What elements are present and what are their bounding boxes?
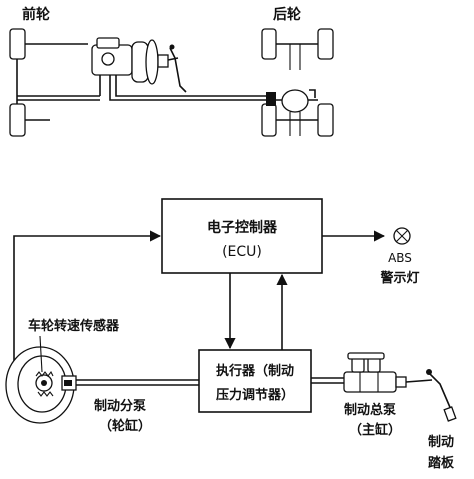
abs-warning-lamp-icon <box>393 227 411 245</box>
wheel-speed-sensor-label: 车轮转速传感器 <box>28 318 120 334</box>
vehicle-chassis-drawing: 前轮 后轮 <box>9 6 334 137</box>
master-cylinder-label-line1: 制动总泵 <box>344 402 396 418</box>
brake-pedal-label-line2: 踏板 <box>428 455 455 471</box>
actuator-label-line1: 执行器（制动 <box>216 363 294 379</box>
sensor-leader-line <box>39 335 43 373</box>
brake-line-wheel <box>76 379 199 386</box>
master-cylinder-label-line2: （主缸） <box>349 422 401 438</box>
rear-wheel-label: 后轮 <box>273 6 301 23</box>
brake-pedal-label-line1: 制动 <box>428 434 454 450</box>
sensor-to-ecu-arrow <box>13 230 162 361</box>
rear-axle <box>261 28 334 137</box>
front-axle <box>9 28 101 137</box>
actuator-label-line2: 压力调节器） <box>216 387 294 403</box>
master-cylinder-icon <box>343 352 407 393</box>
wheel-assembly <box>5 346 77 424</box>
wheel-cylinder-label-line2: （轮缸） <box>99 418 151 434</box>
actuator-box: 执行器（制动 压力调节器） <box>198 349 312 413</box>
front-wheel-label: 前轮 <box>22 6 50 23</box>
ecu-box: 电子控制器 (ECU) <box>161 198 323 274</box>
brake-pedal-icon <box>405 369 457 422</box>
abs-lamp-label-line2: 警示灯 <box>380 270 419 286</box>
wheel-cylinder-label-line1: 制动分泵 <box>94 398 146 414</box>
abs-lamp-label-line1: ABS <box>388 251 412 265</box>
brake-line-master <box>311 377 344 384</box>
ecu-title: 电子控制器 <box>207 219 278 236</box>
brake-booster-assembly <box>91 37 270 101</box>
ecu-abbreviation: (ECU) <box>222 244 262 260</box>
